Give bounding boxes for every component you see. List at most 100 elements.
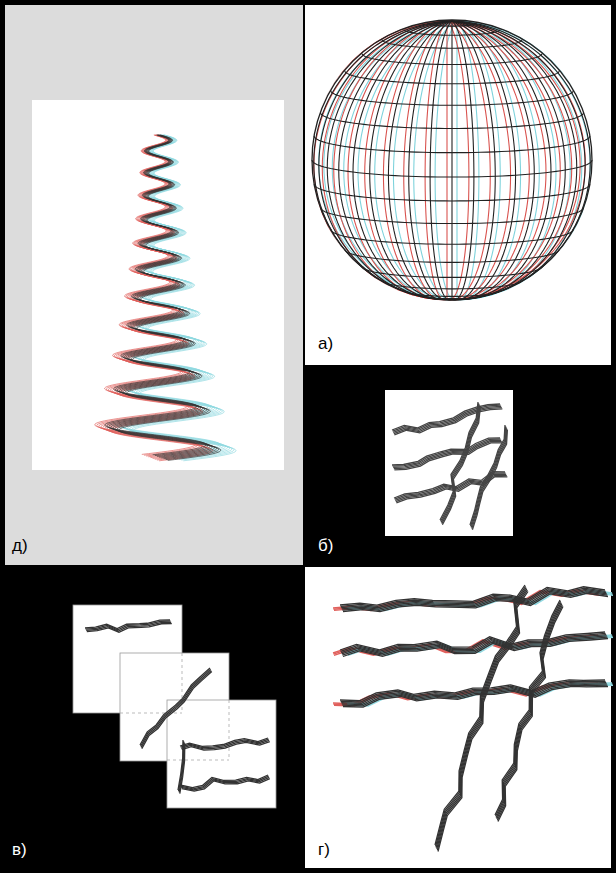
spiral-strand: [119, 135, 221, 460]
tile-card: [167, 700, 276, 808]
panel-ground: [305, 367, 611, 565]
meridian-line: [456, 21, 457, 300]
meridian-line: [319, 21, 457, 299]
crack-line: [438, 592, 528, 852]
crack-line: [441, 404, 479, 522]
spiral-strand: [105, 135, 206, 455]
spiral-strand: [103, 135, 204, 458]
meridian-line: [452, 21, 577, 299]
panel-ground: [305, 5, 611, 365]
sphere-figure: [309, 20, 596, 300]
meridian-line: [452, 21, 590, 299]
meridian-line: [457, 21, 582, 299]
parallel-line: [331, 91, 573, 106]
paper-sheet: [385, 390, 513, 536]
crack-line: [394, 409, 502, 435]
parallel-line: [320, 112, 583, 128]
spiral-strand: [99, 135, 200, 456]
crack-line: [180, 744, 185, 794]
parallel-line: [362, 54, 542, 65]
meridian-line: [451, 21, 452, 300]
spiral-figure: [95, 135, 236, 461]
parallel-line: [404, 29, 500, 35]
meridian-line: [447, 21, 585, 299]
crack-line: [442, 407, 480, 525]
spiral-strand: [101, 135, 202, 457]
paper-sheet: [32, 100, 284, 470]
parallel-line: [312, 160, 592, 177]
crack-line: [498, 607, 563, 822]
crack-line: [394, 408, 502, 434]
meridian-line: [447, 21, 490, 300]
meridian-line: [314, 21, 447, 299]
meridian-line: [319, 21, 452, 299]
sphere-outline: [312, 20, 592, 300]
crack-line: [442, 406, 480, 524]
meridian-line: [452, 21, 585, 299]
spiral-strand: [109, 135, 210, 456]
tiled-crack-figure: [73, 605, 276, 808]
meridian-line: [414, 21, 457, 300]
overlap-edge: [229, 700, 230, 760]
meridian-line: [452, 21, 495, 300]
panel-ground: [5, 567, 303, 868]
meridian-line: [327, 21, 452, 299]
parallel-line: [320, 208, 583, 224]
meridian-line: [322, 21, 447, 299]
meridian-line: [324, 21, 457, 299]
panel-label: д): [12, 536, 28, 556]
crack-line: [441, 403, 479, 521]
crack-line: [342, 637, 607, 655]
crack-line: [182, 779, 270, 792]
parallel-line: [345, 249, 559, 262]
spiral-strand: [115, 135, 217, 459]
panel-label: б): [318, 536, 333, 556]
parallel-line: [382, 40, 522, 49]
meridian-line: [409, 21, 452, 300]
crack-line: [497, 605, 562, 820]
crack-line: [87, 624, 172, 633]
spiral-strand: [107, 135, 208, 456]
crack-line: [341, 635, 606, 653]
meridian-line: [446, 21, 447, 300]
meridian-line: [457, 21, 595, 299]
panel-label: в): [12, 840, 27, 860]
meridian-line: [452, 21, 474, 300]
parallel-line: [331, 229, 573, 244]
meridian-line: [447, 21, 580, 299]
panel-label: г): [318, 840, 330, 860]
parallel-line: [428, 23, 477, 26]
panel-label: а): [318, 334, 333, 354]
parallel-line: [362, 266, 542, 277]
spiral-strand: [109, 135, 210, 460]
crack-line: [394, 443, 502, 470]
crack-line: [343, 593, 608, 611]
spiral-strand: [107, 135, 208, 459]
meridian-line: [339, 21, 452, 299]
meridian-line: [425, 21, 447, 300]
spiral-strand: [105, 135, 206, 458]
parallel-line: [382, 280, 522, 289]
meridian-line: [314, 21, 452, 299]
parallel-line: [314, 184, 590, 201]
crack-line: [497, 604, 562, 819]
crack-line: [342, 636, 607, 654]
spiral-strand: [113, 135, 214, 458]
overlap-edge: [167, 760, 229, 761]
crack-line: [472, 430, 507, 530]
parallel-line: [314, 136, 590, 153]
panel-ground: [5, 5, 303, 565]
meridian-line: [430, 21, 452, 300]
parallel-line: [345, 71, 559, 84]
crack-figure: [392, 402, 507, 530]
crack-line: [343, 686, 608, 707]
meridian-line: [383, 21, 447, 300]
crack-line: [182, 742, 270, 750]
spiral-strand: [111, 135, 212, 461]
meridian-line: [309, 21, 447, 299]
crack-line: [440, 402, 478, 520]
crack-line: [343, 639, 608, 657]
spiral-strand: [117, 135, 219, 460]
crack-line: [142, 672, 212, 749]
